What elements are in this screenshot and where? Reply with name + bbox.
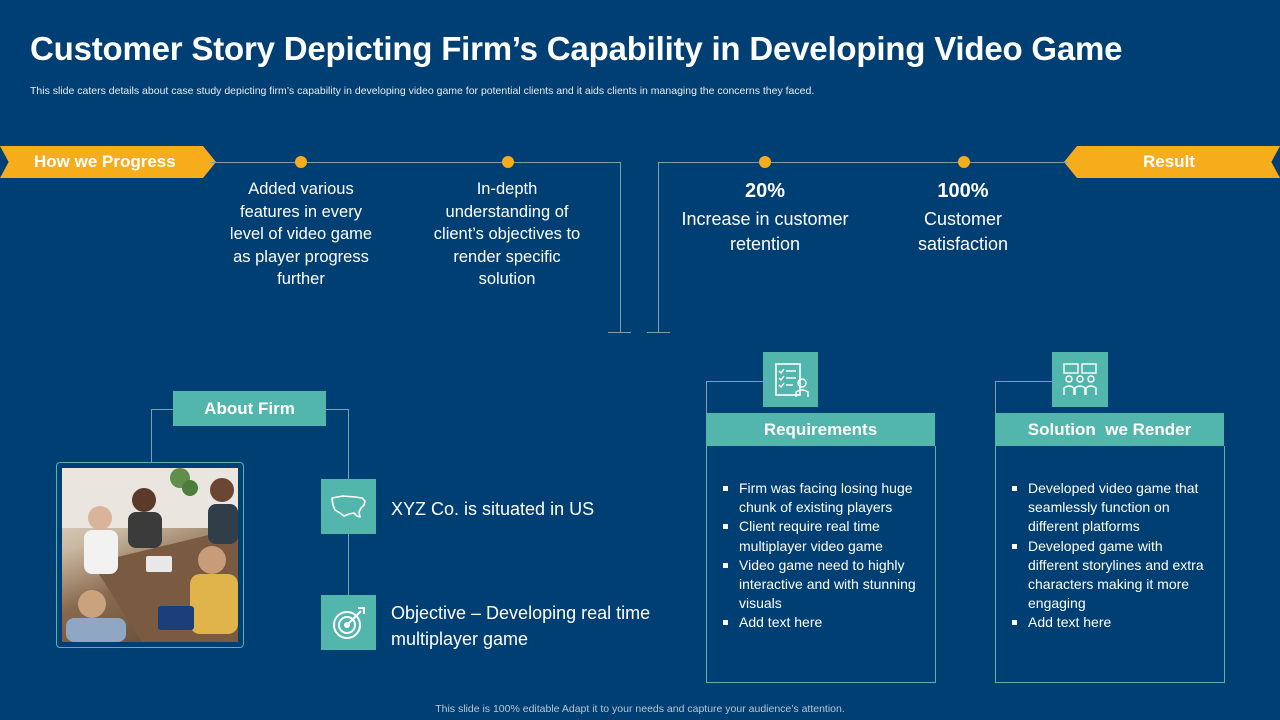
result-item-2: 100% Customer satisfaction <box>898 180 1028 257</box>
result-dot-1 <box>759 156 771 168</box>
about-connector-middle <box>348 534 349 595</box>
progress-dot-1 <box>295 156 307 168</box>
result-line-foot <box>647 332 670 333</box>
firm-location-text: XYZ Co. is situated in US <box>391 499 595 519</box>
requirements-label: Requirements <box>706 413 935 446</box>
solution-item-3: Add text here <box>1008 613 1214 632</box>
requirements-item-2: Client require real time multiplayer vid… <box>719 517 925 555</box>
solution-label-text: Solution we Render <box>1027 419 1192 439</box>
result-text-2: Customer satisfaction <box>917 209 1009 254</box>
result-dot-2 <box>958 156 970 168</box>
team-meeting-photo <box>62 468 238 642</box>
requirements-item-4: Add text here <box>719 613 925 632</box>
requirements-connector <box>706 381 763 382</box>
progress-banner-label: How we Progress <box>34 152 176 171</box>
about-connector-left-drop <box>151 409 152 463</box>
solution-connector <box>995 381 1052 382</box>
progress-line-foot <box>608 332 631 333</box>
requirements-item-3: Video game need to highly interactive an… <box>719 556 925 614</box>
usa-map-icon <box>330 494 366 518</box>
solution-label: Solution we Render <box>995 413 1224 446</box>
result-text-1: Increase in customer retention <box>681 209 849 254</box>
meeting-icon <box>1063 362 1097 395</box>
progress-item-2: In-depth understanding of client’s objec… <box>433 180 581 288</box>
solution-list: Developed video game that seamlessly fun… <box>1008 479 1214 633</box>
solution-item-2: Developed game with different storylines… <box>1008 537 1214 614</box>
team-meeting-illustration <box>62 468 238 642</box>
result-banner: Result <box>1064 146 1280 178</box>
location-icon-box <box>321 479 376 534</box>
about-firm-label: About Firm <box>173 391 326 426</box>
progress-line <box>210 162 620 163</box>
solution-item-1: Developed video game that seamlessly fun… <box>1008 479 1214 537</box>
solution-connector-drop <box>995 381 996 414</box>
requirements-label-text: Requirements <box>763 419 878 439</box>
result-item-1: 20% Increase in customer retention <box>675 180 855 257</box>
about-firm-label-text: About Firm <box>204 398 295 418</box>
firm-objective-text: Objective – Developing real time multipl… <box>391 603 651 649</box>
objective-icon-box <box>321 595 376 650</box>
checklist-icon <box>774 362 809 397</box>
result-line <box>658 162 1068 163</box>
slide-footer: This slide is 100% editable Adapt it to … <box>435 703 845 715</box>
result-value-2: 100% <box>937 180 989 202</box>
slide-title: Customer Story Depicting Firm’s Capabili… <box>30 30 1123 67</box>
progress-dot-2 <box>502 156 514 168</box>
target-icon <box>332 606 365 639</box>
slide-subtitle: This slide caters details about case stu… <box>30 85 815 97</box>
requirements-item-1: Firm was facing losing huge chunk of exi… <box>719 479 925 517</box>
result-line-drop <box>658 162 659 333</box>
result-value-1: 20% <box>744 180 786 202</box>
progress-item-1: Added various features in every level of… <box>229 180 373 288</box>
requirements-icon-box <box>763 352 818 407</box>
progress-banner: How we Progress <box>0 146 216 178</box>
requirements-connector-drop <box>706 381 707 414</box>
about-connector-left <box>151 409 173 410</box>
about-connector-right-drop <box>348 409 349 479</box>
about-connector-right <box>326 409 349 410</box>
result-banner-label: Result <box>1143 152 1195 171</box>
requirements-card: Firm was facing losing huge chunk of exi… <box>706 446 936 683</box>
solution-icon-box <box>1052 352 1108 407</box>
solution-card: Developed video game that seamlessly fun… <box>995 446 1225 683</box>
team-photo-frame <box>56 462 244 648</box>
progress-line-drop <box>620 162 621 333</box>
requirements-list: Firm was facing losing huge chunk of exi… <box>719 479 925 633</box>
